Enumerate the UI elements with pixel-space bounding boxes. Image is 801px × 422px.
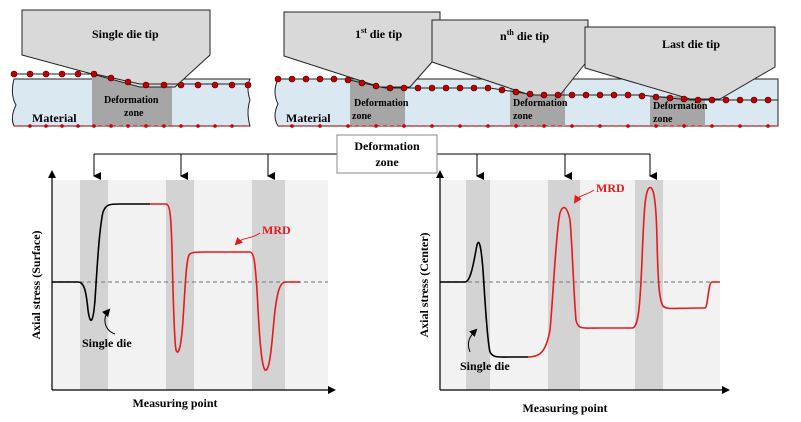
single-die-schematic: Single die tip Material Deformation zone	[10, 9, 252, 128]
single-die-tip	[21, 9, 211, 88]
mrd-curve	[527, 186, 720, 358]
y-axis-label: Axial stress (Center)	[417, 232, 431, 337]
mrd-curve	[150, 203, 300, 371]
zone-label-line1: Deformation	[104, 95, 159, 106]
mrd-pointer	[573, 189, 595, 204]
center-measure-points	[290, 124, 770, 128]
first-die-label: 1st die tip	[355, 26, 402, 41]
single-die-label: Single die	[460, 359, 510, 373]
zone-label-nb: zone	[513, 111, 533, 122]
mrd-label: MRD	[262, 223, 291, 237]
first-die-tip	[283, 11, 441, 88]
single-die-label: Single die	[82, 336, 132, 350]
zone-label-1b: zone	[352, 111, 372, 122]
deformation-band-1	[466, 180, 490, 390]
surface-measure-points	[274, 75, 772, 104]
mrd-pointer	[234, 232, 261, 246]
material-label: Material	[32, 111, 77, 125]
deformation-zone-connector	[93, 153, 657, 180]
nth-die-label: nth die tip	[500, 28, 549, 43]
zone-label-1a: Deformation	[354, 98, 409, 109]
deformation-band-3	[252, 180, 285, 390]
single-die-pointer	[467, 328, 478, 353]
last-die-label: Last die tip	[662, 37, 720, 51]
zone-label-lb: zone	[653, 114, 673, 125]
single-die-curve	[52, 203, 150, 321]
last-die-tip	[584, 26, 776, 100]
single-die-curve	[440, 241, 528, 358]
deformation-zone-box-line1: Deformation	[354, 139, 420, 153]
zone-label-na: Deformation	[513, 98, 568, 109]
x-axis-label: Measuring point	[522, 401, 607, 415]
zone-label-line2: zone	[124, 108, 144, 119]
y-axis-label: Axial stress (Surface)	[29, 230, 43, 339]
single-die-label: Single die tip	[92, 27, 159, 41]
left-stress-chart: MRD Single die Axial stress (Surface) Me…	[29, 170, 336, 410]
deformation-zone-box-line2: zone	[375, 155, 399, 169]
material-label: Material	[286, 111, 331, 125]
multi-die-schematic: 1st die tip nth die tip Last die tip Mat…	[274, 11, 779, 128]
mrd-label: MRD	[596, 181, 625, 195]
surface-measure-points	[10, 70, 252, 89]
deformation-band-1	[80, 180, 108, 390]
zone-label-la: Deformation	[653, 101, 708, 112]
deformation-zone-box	[336, 134, 438, 174]
center-measure-points	[28, 124, 234, 128]
single-die-pointer	[102, 308, 116, 335]
x-axis-label: Measuring point	[132, 396, 217, 410]
right-stress-chart: MRD Single die Axial stress (Center) Mea…	[417, 170, 730, 415]
